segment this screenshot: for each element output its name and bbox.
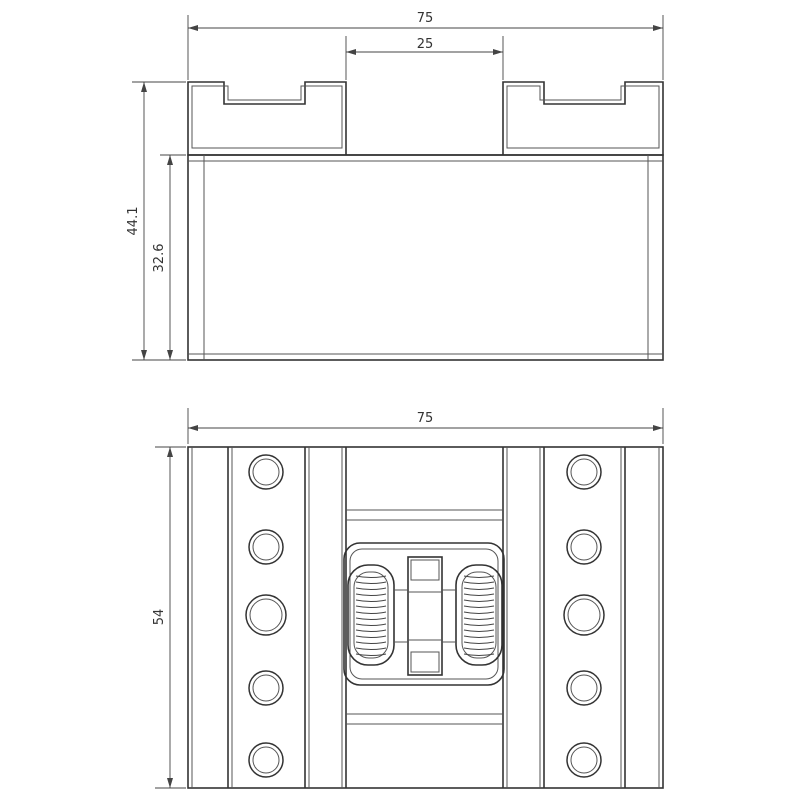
total-height-label: 44.1 — [126, 207, 141, 236]
front-view: 75 25 44.1 — [126, 11, 664, 361]
thread-line — [355, 629, 387, 632]
thread-line — [355, 635, 387, 638]
hole — [566, 670, 602, 706]
total-height-dimension: 44.1 — [126, 81, 186, 361]
hole — [245, 594, 287, 636]
thread-line — [355, 605, 387, 608]
right-screw — [455, 564, 503, 666]
hole — [248, 670, 284, 706]
front-gap-label: 25 — [417, 37, 434, 52]
hole — [248, 454, 284, 490]
thread-line — [463, 593, 495, 596]
top-width-label: 75 — [417, 411, 434, 426]
front-gap-dimension: 25 — [345, 36, 504, 80]
right-slot-detail — [506, 85, 660, 149]
left-thread-lines — [355, 575, 387, 656]
thread-line — [463, 581, 495, 584]
spindle-mechanism — [343, 542, 505, 686]
thread-line — [355, 617, 387, 620]
top-depth-dimension: 54 — [152, 446, 186, 789]
thread-line — [355, 587, 387, 590]
thread-line — [463, 575, 495, 578]
vise-body — [187, 154, 664, 361]
hole — [248, 742, 284, 778]
top-depth-label: 54 — [152, 609, 167, 626]
top-plate — [187, 446, 664, 789]
body-height-dimension: 32.6 — [152, 154, 186, 361]
thread-line — [355, 593, 387, 596]
thread-line — [463, 641, 495, 644]
column-lines — [191, 447, 660, 788]
thread-line — [463, 605, 495, 608]
left-holes — [245, 454, 287, 778]
thread-line — [463, 617, 495, 620]
thread-line — [355, 647, 387, 650]
jaw-outline — [187, 81, 664, 156]
thread-line — [355, 623, 387, 626]
hole — [563, 594, 605, 636]
body-height-label: 32.6 — [152, 244, 167, 273]
thread-line — [355, 599, 387, 602]
thread-line — [463, 599, 495, 602]
thread-line — [355, 581, 387, 584]
thread-line — [355, 611, 387, 614]
right-thread-lines — [463, 575, 495, 656]
center-channel — [346, 509, 503, 725]
center-nut — [407, 556, 443, 676]
thread-line — [463, 623, 495, 626]
left-slot-detail — [191, 85, 343, 149]
top-width-dimension: 75 — [187, 408, 664, 444]
hole — [248, 529, 284, 565]
hole — [566, 529, 602, 565]
thread-line — [463, 653, 495, 656]
right-holes — [563, 454, 605, 778]
thread-line — [463, 647, 495, 650]
front-width-label: 75 — [417, 11, 434, 26]
hole — [566, 454, 602, 490]
left-screw — [347, 564, 395, 666]
thread-line — [463, 587, 495, 590]
thread-line — [355, 653, 387, 656]
hole — [566, 742, 602, 778]
thread-line — [463, 611, 495, 614]
top-view: 75 54 — [152, 408, 664, 789]
thread-line — [355, 575, 387, 578]
thread-line — [355, 641, 387, 644]
thread-line — [463, 629, 495, 632]
front-width-dimension: 75 — [187, 11, 664, 80]
thread-line — [463, 635, 495, 638]
